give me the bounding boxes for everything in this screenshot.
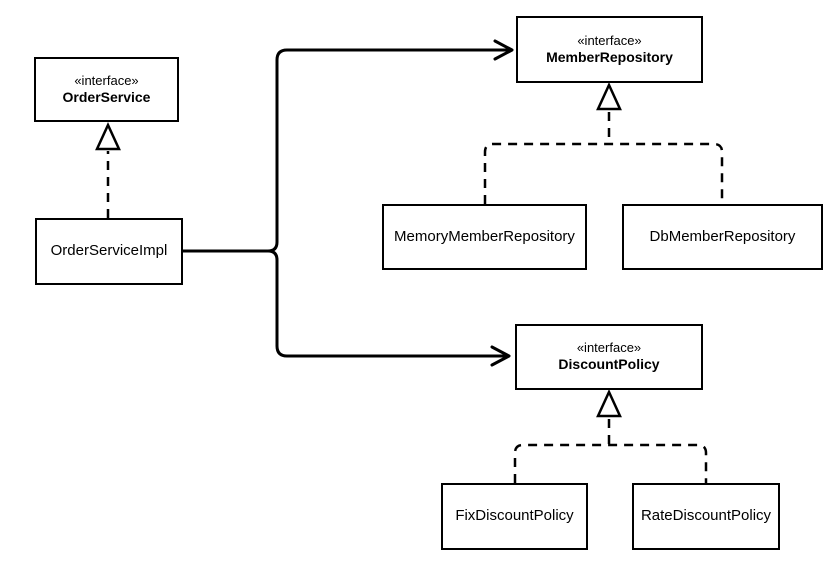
class-box-order-service-impl: OrderServiceImpl <box>35 218 183 285</box>
hollow-triangle-memberrepository <box>596 81 622 111</box>
stereotype-label: «interface» <box>576 340 642 356</box>
class-name-label: RateDiscountPolicy <box>640 507 772 525</box>
stereotype-label: «interface» <box>74 72 139 88</box>
class-name-label: FixDiscountPolicy <box>455 507 574 525</box>
class-name-label: DbMemberRepository <box>649 227 796 245</box>
class-box-order-service: «interface» OrderService <box>34 57 179 122</box>
class-name-label: DiscountPolicy <box>558 356 660 373</box>
class-box-member-repository: «interface» MemberRepository <box>516 16 703 83</box>
stereotype-label: «interface» <box>577 32 642 48</box>
class-box-rate-discount-policy: RateDiscountPolicy <box>632 483 780 550</box>
realization-tree-memberrepository <box>483 142 724 204</box>
dependency-line-discountpolicy <box>266 249 510 358</box>
open-arrowhead-discountpolicy <box>490 345 511 367</box>
class-name-label: OrderServiceImpl <box>50 242 168 260</box>
class-name-label: OrderService <box>62 88 151 105</box>
hollow-triangle-orderservice <box>95 121 121 151</box>
open-arrowhead-memberrepository <box>493 39 514 61</box>
class-name-label: MemoryMemberRepository <box>394 227 575 245</box>
realization-tree-discountpolicy <box>513 443 708 483</box>
class-name-label: MemberRepository <box>546 48 673 65</box>
class-box-memory-member-repository: MemoryMemberRepository <box>382 204 587 270</box>
hollow-triangle-discountpolicy <box>596 388 622 418</box>
class-box-db-member-repository: DbMemberRepository <box>622 204 823 270</box>
class-box-fix-discount-policy: FixDiscountPolicy <box>441 483 588 550</box>
class-box-discount-policy: «interface» DiscountPolicy <box>515 324 703 390</box>
